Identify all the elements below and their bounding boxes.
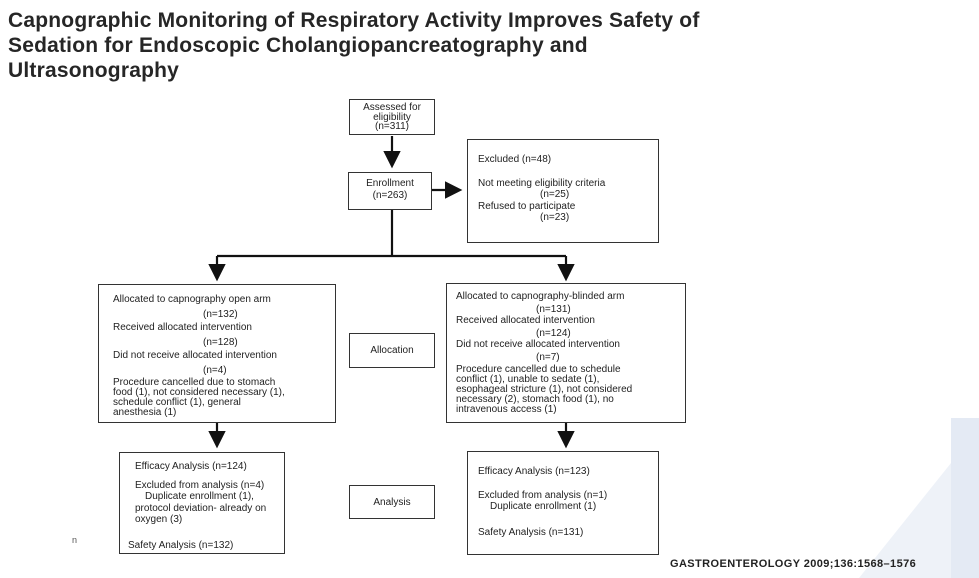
open-excluded-detail: protocol deviation- already on — [135, 502, 267, 514]
allocation-label-box: Allocation — [349, 333, 435, 368]
open-efficacy: Efficacy Analysis (n=124) — [135, 461, 247, 472]
excluded-count: (n=25) — [540, 189, 570, 200]
open-reasons: Procedure cancelled due to stomach food … — [113, 378, 335, 418]
title-line: Capnographic Monitoring of Respiratory A… — [8, 9, 700, 32]
excluded-heading: Excluded (n=48) — [478, 154, 552, 165]
open-reason-line: anesthesia (1) — [113, 407, 177, 418]
blinded-reason-line: conflict (1), unable to sedate (1), — [456, 374, 600, 385]
open-allocated: Allocated to capnography open arm — [113, 294, 271, 305]
open-excluded-detail: oxygen (3) — [135, 514, 183, 525]
excluded-box: Excluded (n=48) Not meeting eligibility … — [467, 139, 659, 243]
analysis-label-box: Analysis — [349, 485, 435, 519]
title-line: Ultrasonography — [8, 59, 180, 82]
allocation-label: Allocation — [370, 345, 414, 356]
open-arm-box: Allocated to capnography open arm (n=132… — [98, 284, 336, 423]
blinded-reason-line: intravenous access (1) — [456, 404, 557, 415]
background-decoration-bar — [951, 418, 979, 578]
open-reason-line: food (1), not considered necessary (1), — [113, 387, 285, 398]
blinded-safety: Safety Analysis (n=131) — [478, 526, 584, 538]
blinded-reason-line: Procedure cancelled due to schedule — [456, 364, 621, 375]
blinded-reason-line: esophageal stricture (1), not considered — [456, 384, 633, 395]
blinded-reasons: Procedure cancelled due to schedule conf… — [456, 365, 685, 415]
blinded-received: Received allocated intervention — [456, 315, 595, 326]
enrollment-count: (n=263) — [372, 189, 408, 201]
blinded-arm-box: Allocated to capnography-blinded arm (n=… — [446, 283, 686, 423]
assessed-line: Assessed for — [363, 102, 421, 113]
open-not-received: Did not receive allocated intervention — [113, 350, 277, 361]
open-analysis-box: Efficacy Analysis (n=124) Excluded from … — [119, 452, 285, 554]
assessed-line: eligibility — [373, 111, 411, 123]
enrollment-box: Enrollment (n=263) — [348, 172, 432, 210]
blinded-allocated: Allocated to capnography-blinded arm — [456, 291, 625, 302]
open-excluded-detail: Duplicate enrollment (1), — [145, 491, 254, 502]
open-safety: Safety Analysis (n=132) — [128, 539, 234, 551]
blinded-excluded-analysis: Excluded from analysis (n=1) — [478, 489, 608, 501]
blinded-not-received-count: (n=7) — [536, 351, 560, 363]
blinded-analysis-box: Efficacy Analysis (n=123) Excluded from … — [467, 451, 659, 555]
citation: GASTROENTEROLOGY 2009;136:1568–1576 — [670, 558, 917, 570]
open-reason-line: schedule conflict (1), general — [113, 397, 241, 408]
blinded-allocated-count: (n=131) — [536, 303, 571, 315]
open-not-received-count: (n=4) — [203, 364, 227, 376]
assessed-box: Assessed for eligibility (n=311) — [349, 99, 435, 135]
enrollment-label: Enrollment — [366, 178, 414, 189]
blinded-excluded-detail: Duplicate enrollment (1) — [490, 501, 597, 512]
excluded-reason: Refused to participate — [478, 200, 576, 212]
open-reason-line: Procedure cancelled due to stomach — [113, 377, 276, 388]
excluded-reason: Not meeting eligibility criteria — [478, 177, 606, 189]
corner-mark: n — [72, 535, 78, 545]
open-received-count: (n=128) — [203, 336, 238, 348]
blinded-not-received: Did not receive allocated intervention — [456, 339, 620, 350]
open-allocated-count: (n=132) — [203, 308, 238, 320]
blinded-reason-line: necessary (2), stomach food (1), no — [456, 394, 614, 405]
blinded-efficacy: Efficacy Analysis (n=123) — [478, 466, 590, 477]
blinded-received-count: (n=124) — [536, 327, 571, 339]
analysis-label: Analysis — [373, 497, 411, 508]
slide-title: Capnographic Monitoring of Respiratory A… — [8, 8, 968, 83]
excluded-count: (n=23) — [540, 212, 570, 223]
open-received: Received allocated intervention — [113, 322, 252, 333]
title-line: Sedation for Endoscopic Cholangiopancrea… — [8, 34, 588, 57]
open-excluded-analysis: Excluded from analysis (n=4) — [135, 479, 265, 491]
assessed-count: (n=311) — [374, 121, 409, 132]
